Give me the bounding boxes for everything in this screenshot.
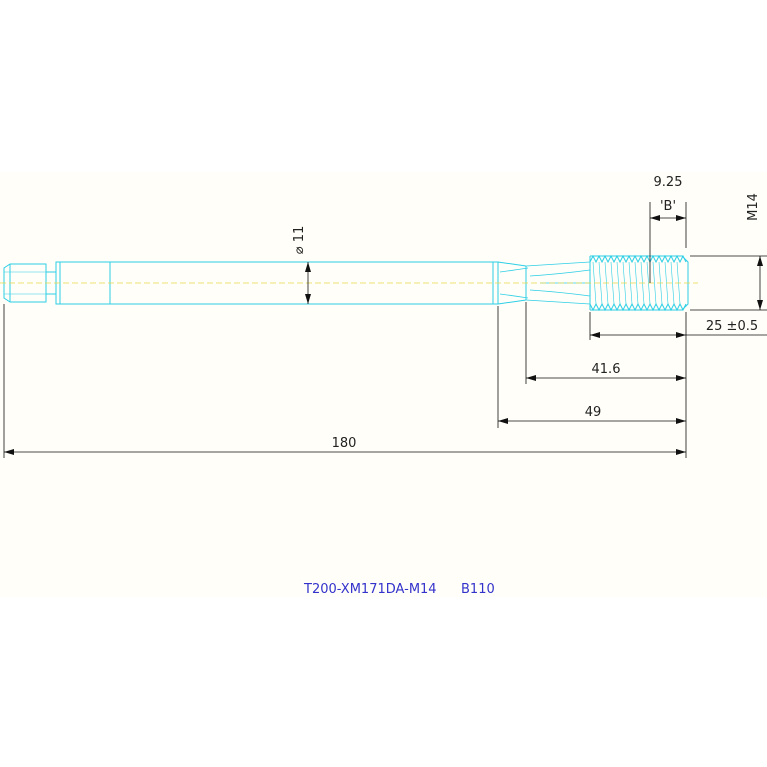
thread-helix-line — [670, 261, 675, 305]
drawing-background — [0, 172, 767, 597]
thread-helix-line — [598, 261, 603, 305]
flutes — [525, 261, 591, 305]
dimension-lines — [3, 202, 767, 458]
thread-helix-line — [634, 261, 639, 305]
overall-length-label: 180 — [332, 436, 357, 451]
thread-teeth — [589, 254, 687, 264]
detail-b-label: 'B' — [660, 199, 676, 214]
thread-teeth — [589, 302, 687, 312]
diameter-label: ⌀ 11 — [292, 226, 307, 255]
pitch-label: 9.25 — [654, 175, 683, 190]
neck-length-label: 49 — [585, 405, 602, 420]
thread-size-label: M14 — [746, 193, 761, 221]
flute-length-label: 41.6 — [592, 362, 621, 377]
thread-helix-line — [616, 261, 621, 305]
part-number: T200-XM171DA-M14 — [303, 582, 437, 597]
part-code: B110 — [461, 582, 495, 597]
neck — [497, 261, 527, 305]
thread-helix-line — [652, 261, 657, 305]
thread-length-label: 25 ±0.5 — [706, 319, 758, 334]
